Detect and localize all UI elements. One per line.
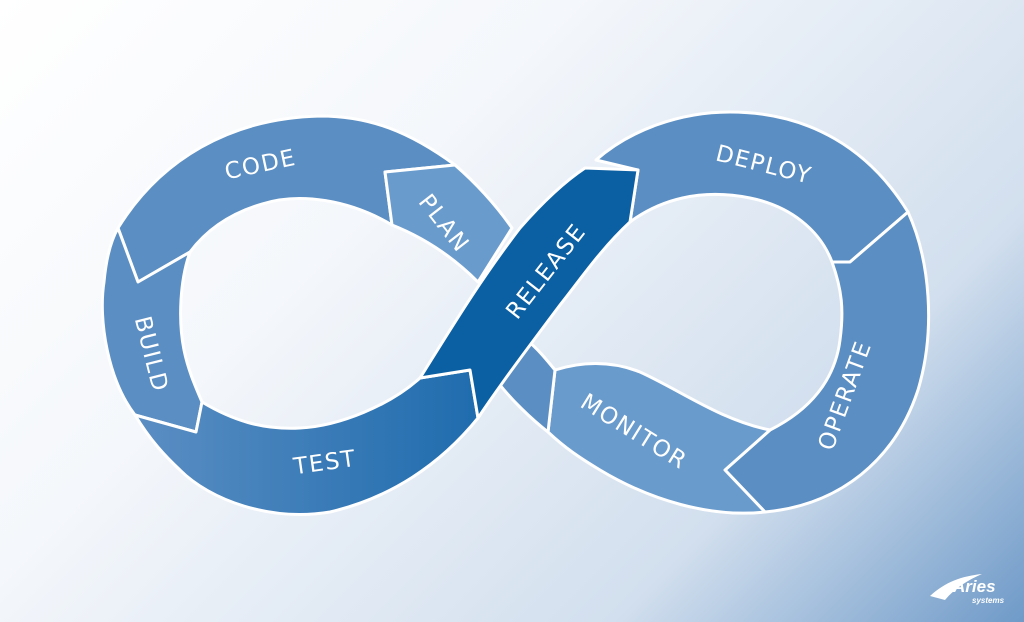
- segment-deploy: [594, 110, 910, 264]
- segment-operate: [723, 210, 931, 514]
- segment-code: [116, 114, 457, 284]
- segment-monitor: [546, 362, 772, 515]
- left-loop: [100, 114, 514, 516]
- logo-name: Aries: [952, 577, 996, 596]
- segment-release: [418, 166, 640, 420]
- segment-test: [133, 368, 480, 516]
- right-loop: [498, 110, 931, 515]
- logo-tagline: systems: [972, 596, 1005, 605]
- segment-plan: [383, 163, 514, 284]
- aries-logo: Aries systems: [930, 574, 1005, 605]
- logo-swoosh-icon: [930, 574, 982, 600]
